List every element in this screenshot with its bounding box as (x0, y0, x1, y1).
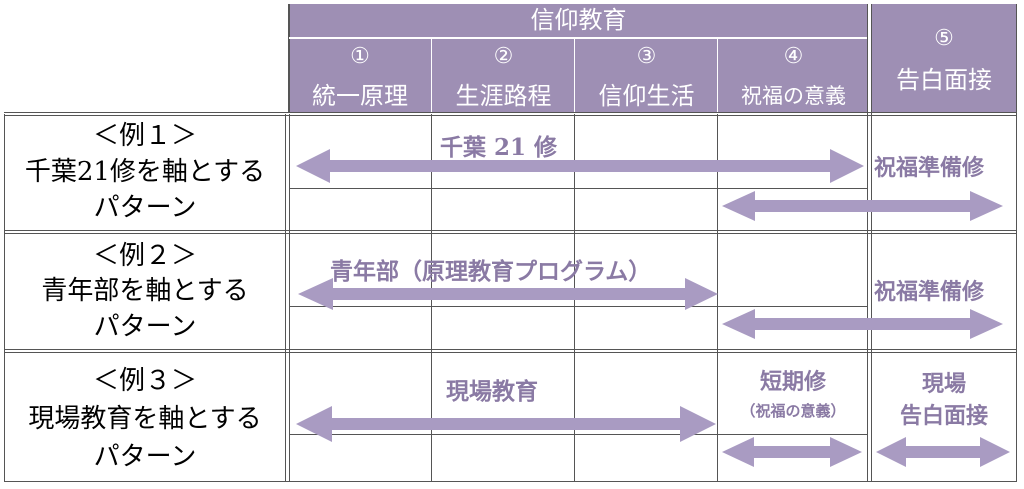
header-col4-num: ④ (783, 44, 804, 69)
row3-axis-label: 現場教育を軸とする (28, 404, 262, 434)
row2-example-label: ＜例２＞ (92, 241, 197, 271)
row3-main-arrow (296, 406, 716, 442)
row3-col4-label1: 短期修 (759, 369, 826, 395)
row2-arrow-label: 青年部（原理教育プログラム） (330, 258, 652, 285)
header-col5-label: 告白面接 (896, 66, 992, 94)
row1-arrow-label: 千葉 21 修 (440, 134, 558, 161)
header-group-title: 信仰教育 (530, 6, 627, 34)
row1-pattern-label: パターン (93, 193, 197, 223)
header-col1-label: 統一原理 (312, 82, 408, 110)
header-col2-num: ② (493, 44, 514, 69)
header-col1-num: ① (350, 44, 370, 69)
row1-axis-label: 千葉21修を軸とする (24, 157, 266, 187)
header-col3-num: ③ (636, 44, 657, 69)
row3-pattern-label: パターン (93, 442, 197, 472)
row3-col5-label2: 告白面接 (899, 403, 988, 429)
row3-col4-arrow (722, 437, 862, 467)
row3-arrow-label: 現場教育 (446, 378, 538, 405)
row1-example-label: ＜例１＞ (92, 121, 197, 151)
header-col4-label: 祝福の意義 (741, 84, 846, 108)
row2-right-label: 祝福準備修 (874, 279, 985, 305)
row1-right-label: 祝福準備修 (874, 155, 985, 181)
row3-example-label: ＜例３＞ (92, 366, 197, 396)
row2-axis-label: 青年部を軸とする (41, 276, 249, 306)
header-col2-label: 生涯路程 (455, 82, 552, 110)
row1-sub-arrow (722, 191, 1003, 221)
row3-col5-arrow (876, 437, 1010, 467)
header-col3-label: 信仰生活 (598, 82, 695, 110)
row3-col4-label2: （祝福の意義） (740, 402, 846, 420)
row2-pattern-label: パターン (93, 312, 197, 342)
header-group-bg (289, 4, 868, 37)
header-col5-bg (872, 4, 1016, 112)
row2-main-arrow (298, 278, 718, 310)
row2-sub-arrow (722, 309, 1003, 339)
row3-col5-label1: 現場 (921, 371, 966, 397)
row1-main-arrow (296, 149, 864, 183)
header-col5-num: ⑤ (934, 26, 954, 51)
header-columns-bg (289, 39, 868, 112)
